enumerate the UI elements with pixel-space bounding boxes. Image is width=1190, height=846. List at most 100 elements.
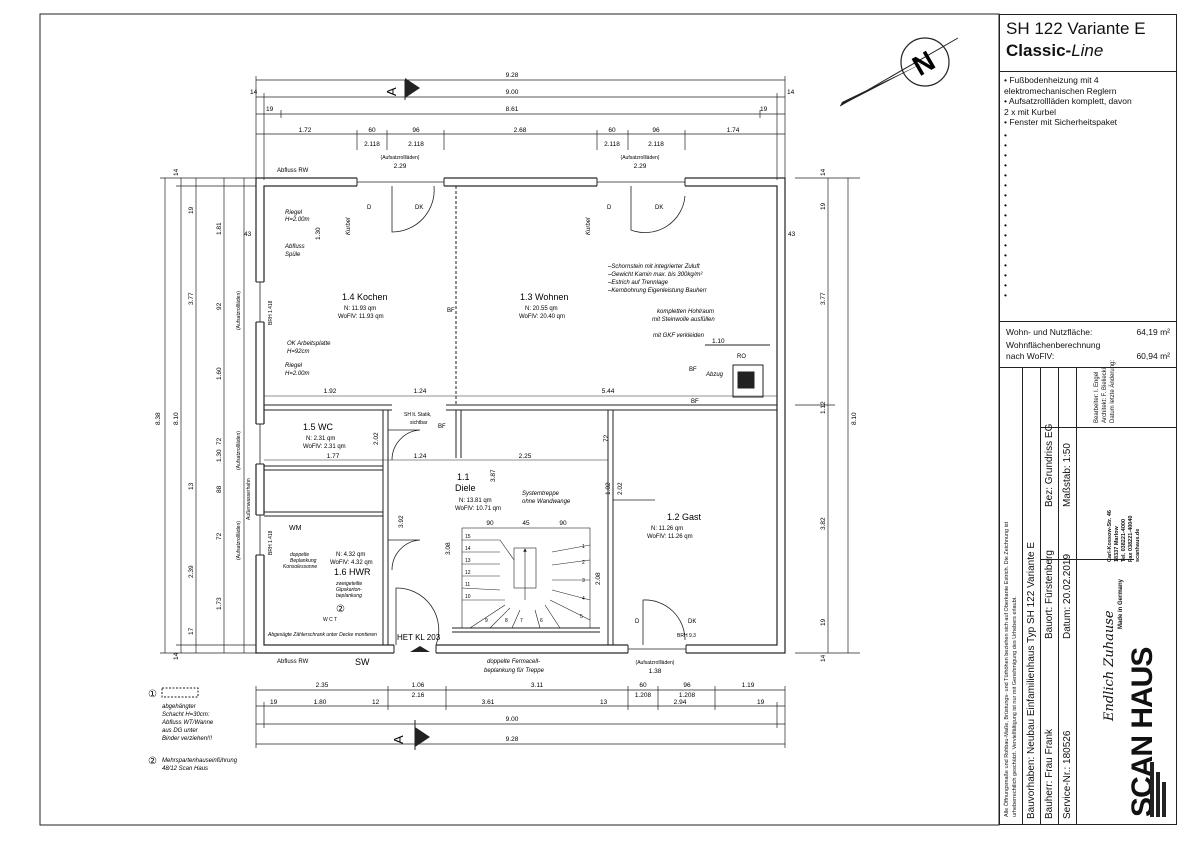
door-d-2: D: [607, 205, 612, 211]
wct-label: W C T: [323, 617, 337, 623]
dim-bot-294: 2.94: [674, 699, 687, 706]
dim-int-130: 1.30: [315, 227, 322, 240]
address-line-4: Fax 038221-40040: [1128, 515, 1134, 562]
plan-annotations: Riegel H=2.00m Abfluss Spüle OK Arbeitsp…: [267, 210, 724, 674]
feature-item: • Fußbodenheizung mit 4: [1004, 75, 1099, 85]
left-dimension-chains: [160, 177, 256, 654]
brh-left-2: BRH 1.418: [268, 530, 274, 555]
dim-int-192: 1.92: [324, 388, 337, 395]
dim-top-2118c: 2.118: [604, 141, 620, 148]
dim-int-308: 3.08: [445, 542, 452, 555]
dim-int-392: 3.92: [398, 515, 405, 528]
dim-top-172: 1.72: [299, 127, 312, 134]
dim-top-96b: 96: [652, 127, 660, 134]
abfluss-spuele-label-2: Spüle: [285, 252, 301, 258]
dim-top-14-left: 14: [250, 89, 258, 96]
feature-item: • Fenster mit Sicherheitspaket: [1004, 117, 1118, 127]
dim-left-181: 1.81: [216, 222, 223, 235]
doppelte-beplankung-1: doppelte: [290, 552, 309, 558]
door-dk-2: DK: [655, 205, 663, 211]
dim-int-90b: 90: [559, 520, 567, 527]
room-wohnen-wofiv: WoFlV: 20.40 qm: [519, 314, 565, 320]
ro-label: RO: [737, 354, 746, 360]
area-label-2b: nach WoFlV:: [1006, 351, 1055, 361]
hohlraum-note-2: mit Steinwolle ausfüllen: [652, 317, 715, 323]
note-1-c: Abfluss WT/Wanne: [161, 720, 214, 726]
dim-bot-106: 1.06: [412, 682, 425, 689]
room-kochen-wofiv: WoFlV: 11.93 qm: [338, 314, 384, 320]
dim-left-14-bot: 14: [173, 652, 180, 660]
date-label: Datum: 20.02.2019: [1062, 553, 1073, 639]
left-dimension-labels: 8.38 8.10 3.77 2.39 19 13 17 14 14 1.81 …: [155, 168, 252, 660]
kurbel-label-2: Kurbel: [586, 217, 592, 235]
plan-subtitle-italic: Line: [1071, 41, 1104, 60]
dim-left-377: 3.77: [188, 292, 195, 305]
dim-int-202b: 2.02: [617, 482, 624, 495]
door-d-3: D: [635, 619, 640, 625]
brh-left-1: BRH 1.418: [268, 300, 274, 325]
systemtreppe-label: Systemtreppe: [522, 491, 560, 497]
gipskarton-note-2: Gipskarton-: [336, 587, 362, 593]
divider: [1000, 71, 1176, 72]
stair-step-number: 15: [465, 534, 471, 540]
arbeitsplatte-label: OK Arbeitsplatte: [287, 341, 331, 347]
brand-skyline-icon: [1150, 762, 1168, 817]
stair-step-number: 9: [485, 618, 488, 624]
feature-item: • Aufsatzrollläden komplett, davon: [1004, 96, 1132, 106]
schornstein-note-1: –Schornstein mit integrierter Zuluft: [607, 264, 700, 270]
door-d-1: D: [367, 205, 372, 211]
riegel-1-label: Riegel: [285, 210, 303, 216]
dim-bot-311: 3.11: [531, 682, 544, 689]
editor-line-3: Datum letzte Änderung:: [1110, 359, 1116, 423]
dim-right-14b: 14: [820, 654, 827, 662]
dim-left-72b: 72: [216, 532, 223, 540]
address-line-3: Tel. 038221-4000: [1121, 518, 1127, 562]
north-label: N: [907, 45, 940, 82]
top-dimension-labels: 9.28 9.00 8.61 14 14 19 19 1.72 60 96 2.…: [250, 72, 795, 170]
room-hwr-n: N: 4.32 qm: [336, 552, 365, 558]
title-block: SH 122 Variante E Classic-Line • Fußbode…: [999, 14, 1177, 825]
abfluss-rw-bottom: Abfluss RW: [277, 659, 309, 665]
dim-left-43: 43: [244, 231, 252, 238]
room-wc-n: N: 2.31 qm: [306, 436, 335, 442]
fermacell-note-2: beplankung für Treppe: [484, 668, 545, 674]
stair-step-number: 13: [465, 558, 471, 564]
room-diele-name: Diele: [455, 483, 476, 493]
aufsatz-label-top-right: (Aufsatzrollläden): [621, 155, 660, 161]
editor-line-2: Architekt: F. Bieliecki: [1102, 367, 1108, 423]
divider: [1040, 559, 1134, 560]
dim-int-45: 45: [522, 520, 530, 527]
interior-walls: [264, 186, 777, 645]
dim-int-72: 72: [603, 434, 610, 442]
room-gast-name: 1.2 Gast: [667, 512, 702, 522]
bullet-list-blank: •••••••••••••••••: [1004, 129, 1007, 300]
circle-1-marker: ①: [148, 689, 157, 700]
dim-int-544: 5.44: [602, 388, 615, 395]
feature-item: elektromechanischen Reglern: [1004, 85, 1117, 96]
stair-step-number: 5: [580, 614, 583, 620]
note-1-d: aus DG unter: [162, 728, 199, 734]
arbeitsplatte-height: H=92cm: [287, 349, 310, 355]
dim-bot-180: 1.80: [314, 699, 327, 706]
bf-label-1: BF: [447, 308, 455, 314]
stair-step-number: 1: [582, 544, 585, 550]
konsole-label: Konsolessonne: [283, 564, 317, 570]
dim-right-19b: 19: [820, 618, 827, 626]
sh-statik-label-2: sichtbar: [410, 420, 428, 426]
section-a-label-top: A: [384, 87, 399, 96]
dim-int-124b: 1.24: [414, 453, 427, 460]
dim-top-overall: 9.28: [506, 72, 519, 79]
aufsatz-left-3: (Aufsatzrollläden): [236, 521, 242, 560]
divider: [1000, 367, 1176, 368]
dim-left-92: 92: [216, 302, 223, 310]
stair-step-number: 10: [465, 594, 471, 600]
dim-int-225: 2.25: [519, 453, 532, 460]
schacht-symbol-icon: [161, 687, 199, 698]
bottom-dimension-chains: [255, 686, 786, 748]
dim-top-2118b: 2.118: [408, 141, 424, 148]
abfluss-spuele-label: Abfluss: [284, 244, 305, 250]
dim-left-13: 13: [188, 482, 195, 490]
interior-dimension-labels: 1.92 1.24 5.44 1.24 2.25 1.77 90 45 90 2…: [264, 227, 777, 585]
